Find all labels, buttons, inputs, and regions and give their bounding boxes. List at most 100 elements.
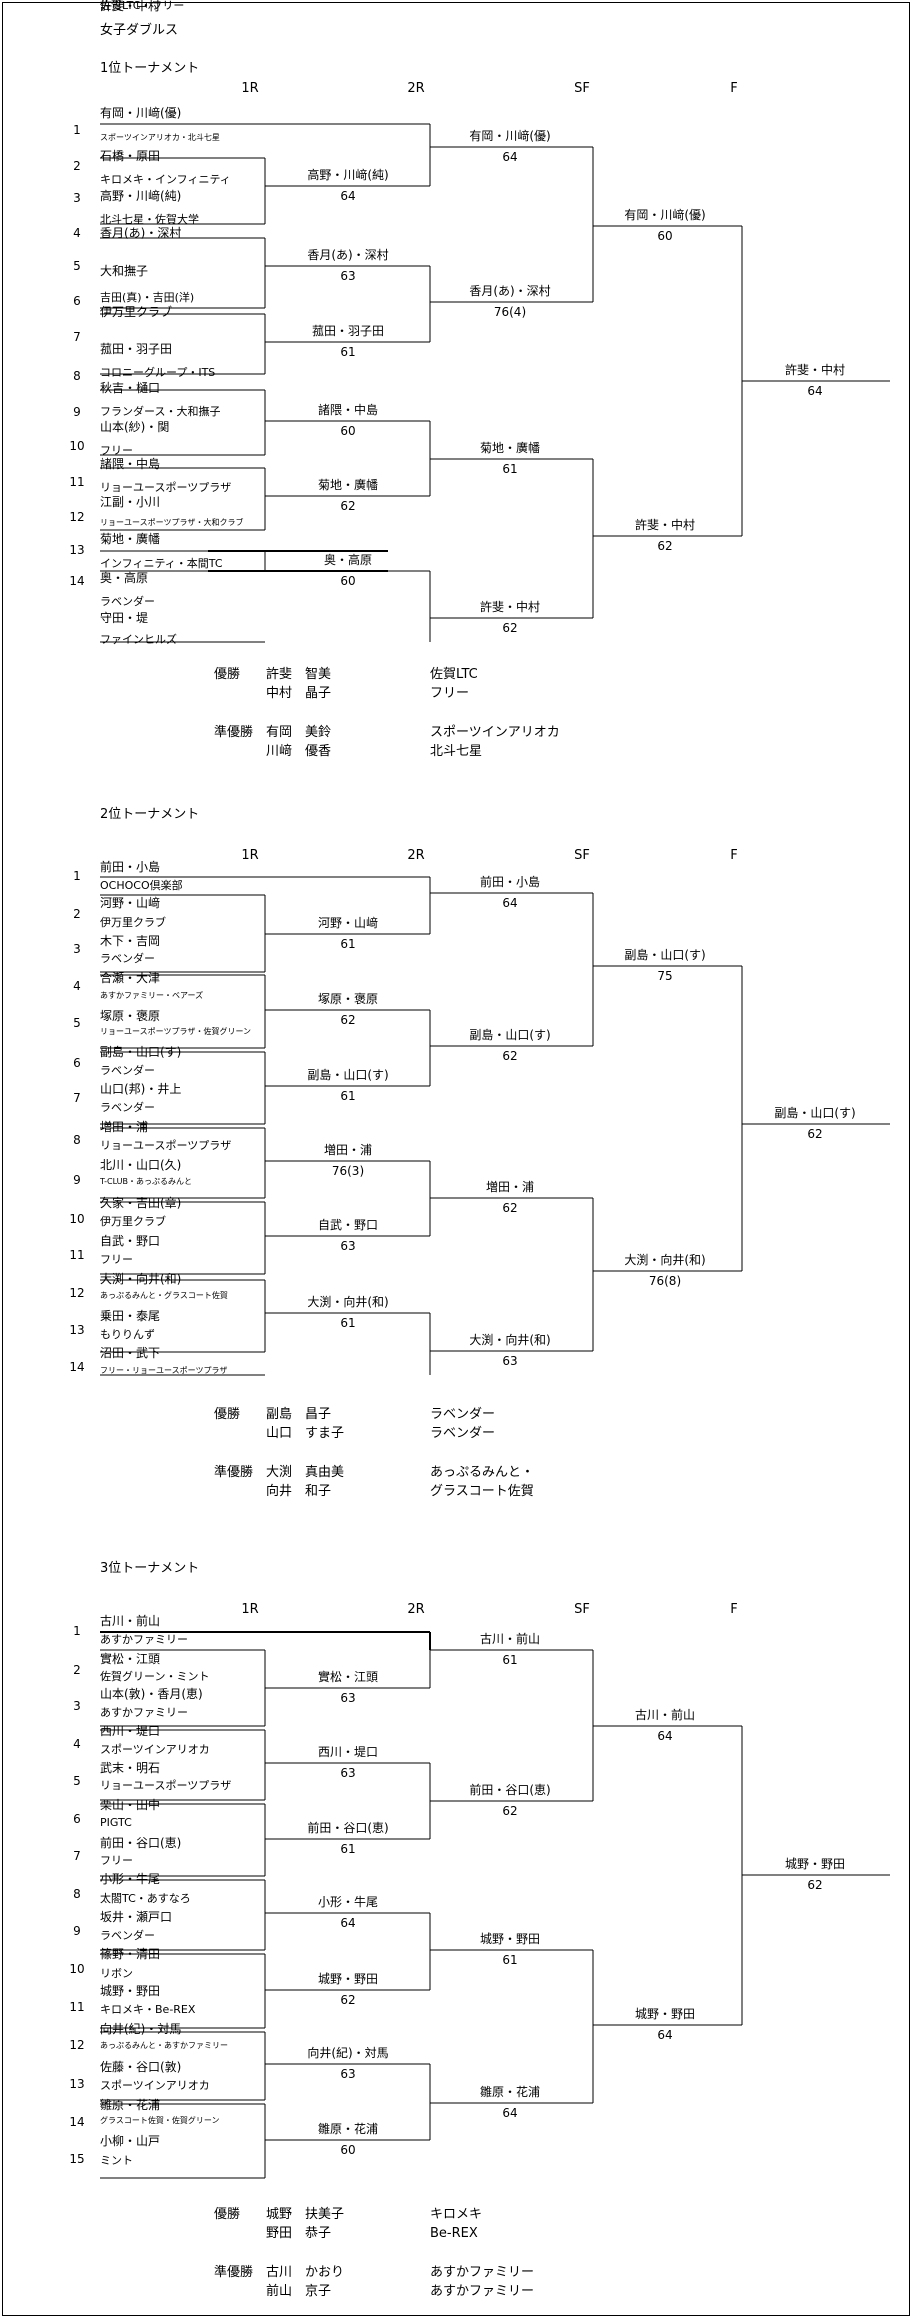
r1-score: 63 (340, 1766, 356, 1780)
r2-winner: 有岡・川﨑(優) (469, 129, 551, 143)
seed-number: 11 (69, 475, 85, 489)
entry-pair: 實松・江頭 (100, 1652, 161, 1666)
seed-number: 10 (69, 439, 85, 453)
sf-score: 62 (657, 539, 673, 553)
entry-club: キロメキ・Be-REX (100, 2003, 196, 2016)
r1-winner: 自武・野口 (317, 1218, 379, 1232)
r1-winner: 香月(あ)・深村 (307, 248, 389, 262)
champion-name: 副島 昌子 (266, 1407, 332, 1422)
champion-label: 優勝 (214, 1407, 241, 1422)
r2-winner: 大渕・向井(和) (469, 1333, 551, 1347)
champion-club: 佐賀LTC (430, 667, 478, 682)
entry-pair: 小形・牛尾 (100, 1872, 161, 1886)
r2-winner: 香月(あ)・深村 (469, 284, 551, 298)
final-score: 62 (807, 1878, 823, 1892)
champion-label: 優勝 (214, 667, 241, 682)
r1-winner: 城野・野田 (317, 1972, 379, 1986)
r2-winner: 増田・浦 (485, 1180, 535, 1194)
r1-winner: 塚原・褒原 (317, 992, 379, 1006)
r2-winner: 許斐・中村 (479, 600, 541, 614)
r2-score: 76(4) (493, 305, 527, 319)
champion-name: 野田 恭子 (266, 2226, 332, 2241)
entry-club: リョーユースポーツプラザ・佐賀グリーン (100, 1027, 252, 1036)
entry-pair: 前田・谷口(恵) (100, 1836, 182, 1850)
entry-pair: 塚原・褒原 (100, 1009, 161, 1023)
seed-number: 14 (69, 574, 85, 588)
final-winner: 許斐・中村 (784, 363, 846, 377)
r1-winner: 小形・牛尾 (317, 1895, 379, 1909)
entry-pair: 秋吉・樋口 (100, 381, 161, 395)
entry-pair: 乗田・泰尾 (100, 1309, 161, 1323)
entry-club: OCHOCO倶楽部 (100, 879, 183, 892)
runnerup-label: 準優勝 (214, 725, 254, 740)
r1-winner: 西川・堤口 (317, 1745, 379, 1759)
round-label-1r: 1R (241, 1602, 259, 1617)
entry-club: あっぷるみんと・グラスコート佐賀 (100, 1291, 228, 1300)
r2-winner: 城野・野田 (479, 1932, 541, 1946)
entry-pair: 木下・吉岡 (100, 934, 161, 948)
runnerup-name: 川﨑 優香 (266, 744, 332, 759)
entry-pair: 小柳・山戸 (100, 2134, 161, 2148)
entry-pair: 篠野・清田 (100, 1947, 161, 1961)
seed-number: 3 (73, 942, 81, 956)
entry-pair: 前田・小島 (100, 860, 161, 874)
entry-pair: 城野・野田 (100, 1984, 161, 1998)
r2-score: 63 (502, 1354, 518, 1368)
seed-number: 14 (69, 2115, 85, 2129)
round-label-f: F (730, 848, 738, 863)
entry-club: フリー (100, 444, 133, 457)
entry-club: フリー (100, 1854, 133, 1867)
seed-number: 6 (73, 1812, 81, 1826)
sf-winner: 許斐・中村 (634, 518, 696, 532)
seed-number: 8 (73, 369, 81, 383)
runnerup-name: 有岡 美鈴 (266, 725, 332, 740)
round-label-sf: SF (574, 1602, 590, 1617)
entry-club: 北斗七星・佐賀大学 (100, 213, 199, 226)
r1-score: 61 (340, 1316, 356, 1330)
seed-number: 7 (73, 330, 81, 344)
r2-winner: 古川・前山 (479, 1632, 541, 1646)
r1-winner: 實松・江頭 (317, 1670, 379, 1684)
champion-name: 中村 晶子 (266, 686, 332, 701)
seed-number: 9 (73, 1173, 81, 1187)
seed-number: 12 (69, 510, 85, 524)
r1-winner: 副島・山口(す) (307, 1068, 389, 1082)
seed-number: 15 (69, 2152, 85, 2166)
runnerup-club: グラスコート佐賀 (430, 1484, 534, 1499)
entry-pair: 自武・野口 (100, 1234, 161, 1248)
r1-winner: 向井(紀)・対馬 (307, 2046, 389, 2060)
sf-score: 64 (657, 1729, 673, 1743)
entry-club: スポーツインアリオカ (100, 2079, 210, 2092)
seed-number: 4 (73, 1737, 81, 1751)
entry-club: リョーユースポーツプラザ (100, 1139, 232, 1152)
r1-score: 62 (340, 499, 356, 513)
entry-club: グラスコート佐賀・佐賀グリーン (100, 2116, 220, 2125)
seed-number: 4 (73, 979, 81, 993)
entry-pair: 高野・川﨑(純) (100, 189, 182, 203)
r1-score: 61 (340, 345, 356, 359)
r1-score: 64 (340, 189, 356, 203)
tournament-title: 2位トーナメント (100, 807, 200, 822)
runnerup-name: 向井 和子 (266, 1484, 332, 1499)
final-score: 64 (807, 384, 823, 398)
runnerup-label: 準優勝 (214, 2265, 254, 2280)
runnerup-club: あっぷるみんと・ (430, 1465, 535, 1480)
r1-score: 60 (340, 2143, 356, 2157)
entry-club: ラベンダー (100, 595, 155, 608)
runnerup-name: 大渕 真由美 (266, 1465, 345, 1480)
entry-club: あすかファミリー (100, 1633, 188, 1646)
round-label-2r: 2R (407, 81, 425, 96)
entry-pair: 佐藤・谷口(敦) (100, 2060, 182, 2074)
runnerup-name: 前山 京子 (266, 2284, 332, 2299)
seed-number: 1 (73, 1624, 81, 1638)
entry-club: リボン (100, 1967, 133, 1980)
entry-club: フリー (100, 1253, 133, 1266)
entry-pair: 副島・山口(す) (100, 1045, 182, 1059)
round-label-sf: SF (574, 848, 590, 863)
r1-winner: 高野・川﨑(純) (307, 168, 389, 182)
entry-club: ミント (100, 2154, 133, 2167)
round-label-f: F (730, 81, 738, 96)
r1-score: 61 (340, 937, 356, 951)
